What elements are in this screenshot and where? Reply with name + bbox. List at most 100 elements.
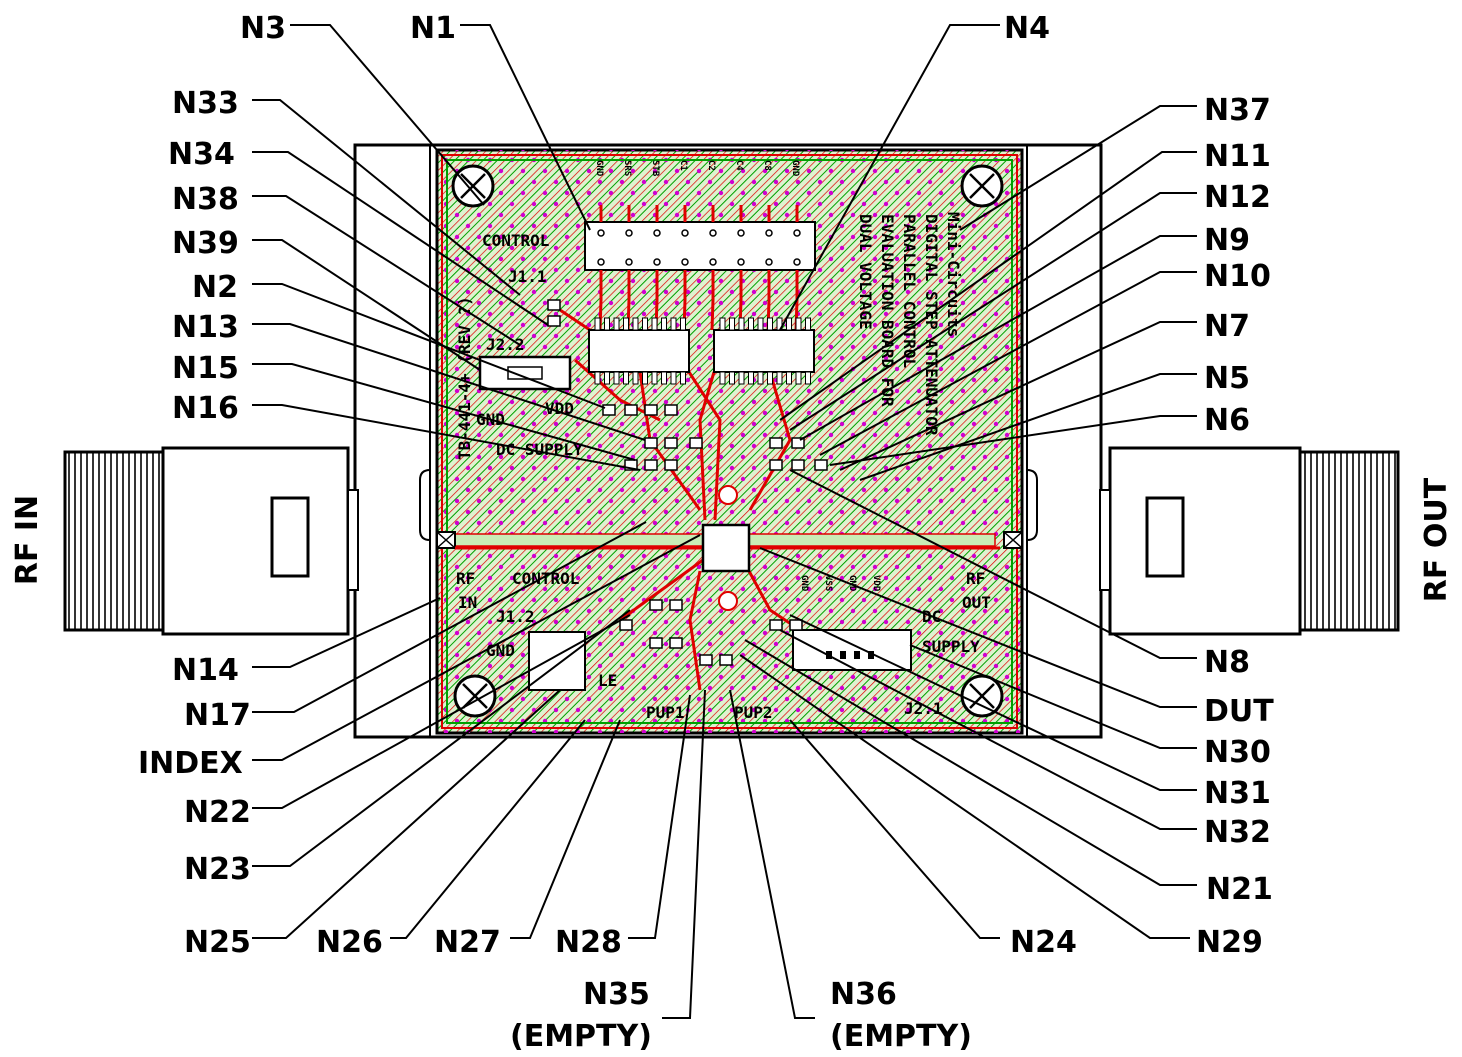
leader-line-n29 — [739, 654, 1190, 939]
leader-line-n10 — [819, 271, 1197, 456]
board-label-j11: J1.1 — [508, 267, 547, 286]
board-label-dc-supply: DC SUPPLY — [496, 440, 583, 459]
ic-pin — [767, 317, 773, 331]
leader-line-n35 — [662, 689, 706, 1019]
ic-pin — [651, 317, 658, 331]
callout-n2: N2 — [192, 270, 238, 305]
ic-pin — [748, 371, 754, 385]
header-pin — [625, 258, 633, 266]
callout-n25: N25 — [184, 925, 251, 960]
ic-right — [713, 317, 815, 385]
board-label-rf-out: RF — [966, 569, 985, 588]
smd-component — [602, 404, 616, 416]
board-label-control: CONTROL — [482, 231, 549, 250]
leader-line-n5 — [859, 373, 1197, 481]
smd-component — [664, 459, 678, 471]
ic-pin — [680, 371, 686, 385]
supply-pin-label: VSS — [823, 575, 833, 591]
leader-line-n37 — [959, 105, 1197, 231]
leader-line-n33 — [252, 99, 521, 296]
ic-pin — [632, 317, 639, 331]
ic-pin — [767, 371, 773, 385]
smd-component — [789, 619, 803, 631]
ic-pin — [613, 371, 620, 385]
ic-left — [588, 317, 690, 385]
ic-pin — [661, 317, 667, 331]
header-pin — [625, 229, 633, 237]
ic-pin — [729, 317, 735, 331]
ic-pin — [604, 317, 610, 331]
ic-pin — [719, 317, 726, 331]
leader-line-n30 — [909, 644, 1197, 749]
leader-line-n26 — [390, 719, 586, 939]
board-label-pup2: PUP2 — [734, 703, 773, 722]
callout-n36: N36 — [830, 977, 897, 1012]
callout-n30: N30 — [1204, 735, 1271, 770]
leader-line-n39 — [252, 239, 481, 371]
trace — [688, 570, 702, 691]
leader-line-n21 — [744, 639, 1197, 886]
leader-line-n9 — [799, 235, 1197, 441]
ic-pin — [748, 317, 754, 331]
callout-n23: N23 — [184, 852, 251, 887]
smd-component — [547, 315, 561, 327]
ic-pin — [805, 317, 811, 331]
callout-n5: N5 — [1204, 361, 1250, 396]
board-text-line4: DUAL VOLTAGE — [856, 214, 875, 330]
leader-line-n11 — [779, 151, 1197, 421]
board-title-text: Mini-Circuits — [944, 212, 963, 337]
header-pin-label: C1 — [678, 160, 688, 171]
callout-n1: N1 — [410, 11, 456, 46]
smd-component — [624, 459, 638, 471]
leader-line-n16 — [252, 404, 641, 471]
callout-n17: N17 — [184, 698, 251, 733]
j21-connector — [792, 629, 912, 671]
mounting-screw — [960, 674, 1004, 718]
board-text-line1: DIGITAL STEP ATTENUATOR — [922, 214, 941, 436]
smd-component — [624, 404, 638, 416]
trace — [687, 371, 722, 521]
board-label-vdd: VDD — [545, 399, 574, 418]
callout-n26: N26 — [316, 925, 383, 960]
ic-pin — [661, 371, 667, 385]
ic-pin — [670, 317, 677, 331]
smd-component — [619, 619, 633, 631]
callout-n7: N7 — [1204, 309, 1250, 344]
callout-n34: N34 — [168, 137, 235, 172]
callout-n21: N21 — [1206, 872, 1273, 907]
ic-pin — [719, 371, 726, 385]
header-pin — [653, 229, 661, 237]
header-pin — [709, 258, 717, 266]
smd-component — [649, 637, 663, 649]
leader-line-n8 — [789, 469, 1197, 659]
smd-component — [664, 437, 678, 449]
callout-n15: N15 — [172, 351, 239, 386]
leader-line-n38 — [252, 195, 521, 346]
smd-component — [547, 299, 561, 311]
smd-component — [664, 404, 678, 416]
callout-n35: N35 — [583, 977, 650, 1012]
trace — [619, 558, 704, 622]
leader-line-n31 — [789, 614, 1197, 791]
leader-line-n24 — [789, 719, 1000, 939]
ic-pin — [642, 371, 648, 385]
callout-dut: DUT — [1204, 694, 1274, 729]
leader-line-index — [252, 534, 701, 761]
control-header — [584, 221, 816, 271]
leader-line-n2 — [252, 283, 606, 409]
leader-line-n12 — [789, 192, 1197, 431]
callout-n39: N39 — [172, 226, 239, 261]
ic-pin — [604, 371, 610, 385]
trace — [748, 371, 792, 511]
board-text-line2: PARALLEL CONTROL — [900, 214, 919, 368]
mounting-screw — [453, 674, 497, 718]
ic-pin — [795, 371, 802, 385]
board-label-le: LE — [598, 671, 617, 690]
smd-component — [814, 459, 828, 471]
leader-line-n1 — [460, 24, 591, 231]
leader-line-n17 — [252, 521, 647, 713]
callout-n36-sub: (EMPTY) — [830, 1019, 972, 1054]
smd-component — [719, 654, 733, 666]
header-pin — [737, 258, 745, 266]
header-pin — [653, 258, 661, 266]
